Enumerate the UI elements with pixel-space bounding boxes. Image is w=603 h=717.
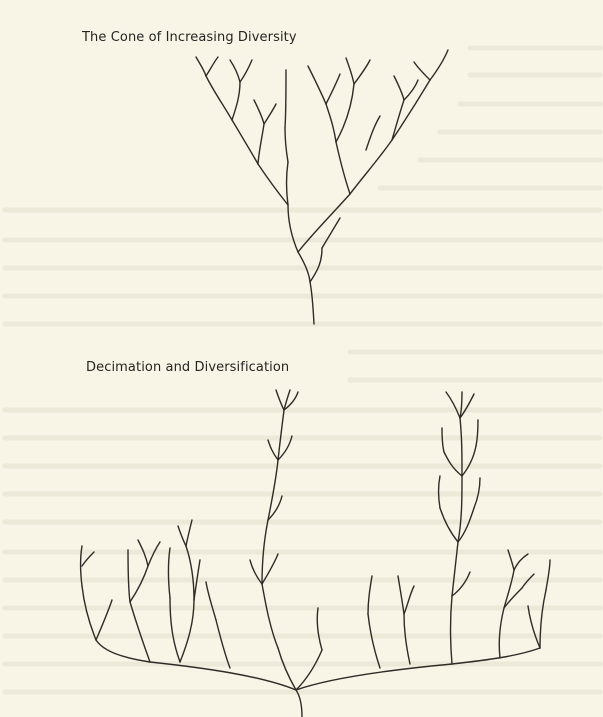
bottom-caption: Decimation and Diversification [86,360,289,375]
decimation-left-clades [81,520,231,668]
decimation-right-clades [368,392,550,668]
top-caption: The Cone of Increasing Diversity [82,30,297,45]
decimation-tall-left-lineage [250,390,322,650]
decimation-base [96,640,540,717]
